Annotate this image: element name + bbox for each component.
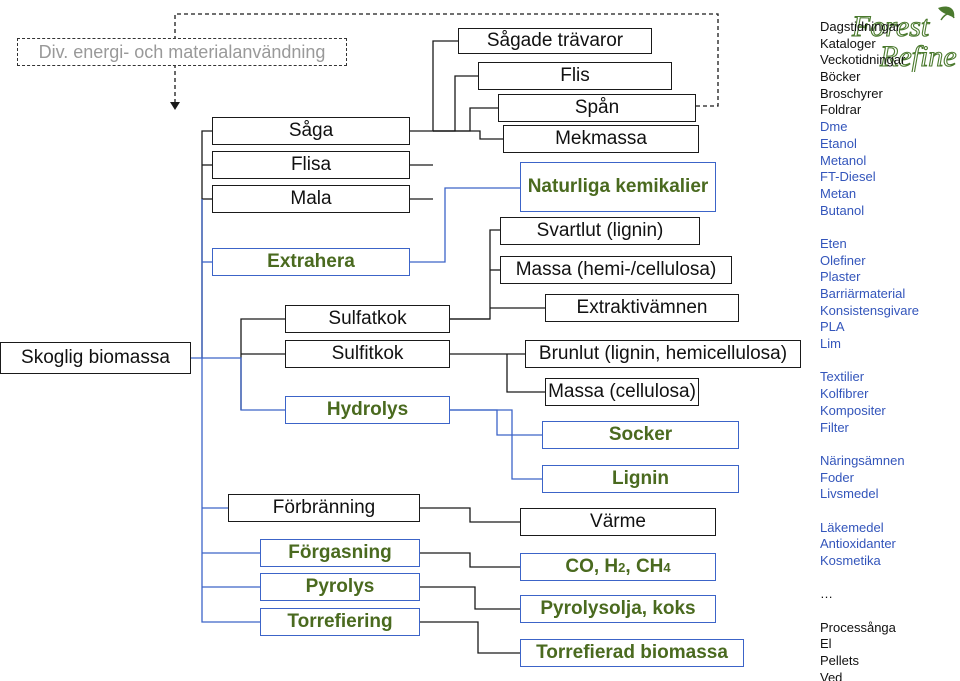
- product-brunlut: Brunlut (lignin, hemicellulosa): [525, 340, 801, 368]
- application-item: Kosmetika: [820, 553, 881, 568]
- product-varme: Värme: [520, 508, 716, 536]
- product-flis: Flis: [478, 62, 672, 90]
- process-torrefiering: Torrefiering: [260, 608, 420, 636]
- application-item: PLA: [820, 319, 845, 335]
- misc-usage-box: Div. energi- och materialanvändning: [17, 38, 347, 66]
- product-naturliga: Naturliga kemikalier: [520, 162, 716, 212]
- product-lignin: Lignin: [542, 465, 739, 493]
- application-item: FT-Diesel: [820, 169, 876, 185]
- application-item: Textilier: [820, 369, 865, 385]
- application-item: Butanol: [820, 202, 865, 218]
- application-item: [820, 353, 919, 370]
- logo-refine: Refine: [879, 40, 957, 72]
- syngas-co: CO, H: [565, 556, 619, 577]
- application-item: Dme: [820, 119, 848, 135]
- product-span: Spån: [498, 94, 696, 122]
- process-hydrolys: Hydrolys: [285, 396, 450, 424]
- application-item: Filter: [820, 419, 849, 435]
- application-item: Eten: [820, 235, 847, 251]
- product-extraktiv: Extraktivämnen: [545, 294, 739, 322]
- application-item: Broschyrer: [820, 85, 883, 101]
- application-item: Veckotidningar: [820, 52, 906, 68]
- application-item: Läkemedel: [820, 519, 884, 535]
- application-item: Kompositer: [820, 402, 886, 418]
- application-item: Metanol: [820, 152, 867, 168]
- application-item: Metan: [820, 185, 857, 201]
- process-forgasning: Förgasning: [260, 539, 420, 567]
- application-item: …: [820, 586, 833, 602]
- application-item: Pellets: [820, 653, 860, 669]
- application-item: Kataloger: [820, 35, 876, 51]
- product-torrefierad: Torrefierad biomassa: [520, 639, 744, 667]
- application-item: Livsmedel: [820, 486, 879, 502]
- process-pyrolys: Pyrolys: [260, 573, 420, 601]
- process-extrahera: Extrahera: [212, 248, 410, 276]
- application-item: [820, 219, 919, 236]
- process-saga: Såga: [212, 117, 410, 145]
- product-mekmassa: Mekmassa: [503, 125, 699, 153]
- product-massa-hemi: Massa (hemi-/cellulosa): [500, 256, 732, 284]
- application-item: [820, 436, 919, 453]
- product-socker: Socker: [542, 421, 739, 449]
- syngas-ch: , CH: [625, 556, 664, 577]
- process-sulfatkok: Sulfatkok: [285, 305, 450, 333]
- dashed-arrowhead: [170, 102, 180, 110]
- process-mala: Mala: [212, 185, 410, 213]
- application-item: Processånga: [820, 619, 896, 635]
- product-svartlut: Svartlut (lignin): [500, 217, 700, 245]
- application-item: El: [820, 636, 832, 652]
- application-item: Näringsämnen: [820, 452, 905, 468]
- process-flisa: Flisa: [212, 151, 410, 179]
- application-item: Ved: [820, 669, 843, 681]
- application-item: [820, 570, 919, 587]
- product-sagade: Sågade trävaror: [458, 28, 652, 54]
- application-item: Barriärmaterial: [820, 286, 906, 301]
- process-forbranning: Förbränning: [228, 494, 420, 522]
- product-massa-cellulosa: Massa (cellulosa): [545, 378, 699, 406]
- application-item: Antioxidanter: [820, 536, 896, 552]
- logo-forest: Forest: [851, 10, 930, 43]
- application-item: Foder: [820, 469, 854, 485]
- application-item: [820, 603, 919, 620]
- syngas-ch-sub: 4: [663, 559, 671, 575]
- application-item: Etanol: [820, 135, 857, 151]
- syngas-h-sub: 2: [618, 559, 626, 575]
- application-item: Kolfibrer: [820, 386, 869, 402]
- application-item: Böcker: [820, 69, 861, 85]
- application-item: Lim: [820, 336, 841, 352]
- application-item: Konsistensgivare: [820, 302, 919, 318]
- application-item: Olefiner: [820, 252, 866, 268]
- process-sulfitkok: Sulfitkok: [285, 340, 450, 368]
- source-biomass-box: Skoglig biomassa: [0, 342, 191, 374]
- application-item: Foldrar: [820, 102, 862, 118]
- product-pyrolysolja: Pyrolysolja, koks: [520, 595, 716, 623]
- application-item: Dagstidningar: [820, 19, 901, 34]
- forest-refine-logo: Forest Refine: [850, 6, 957, 72]
- application-item: [820, 503, 919, 520]
- application-item: Plaster: [820, 269, 861, 285]
